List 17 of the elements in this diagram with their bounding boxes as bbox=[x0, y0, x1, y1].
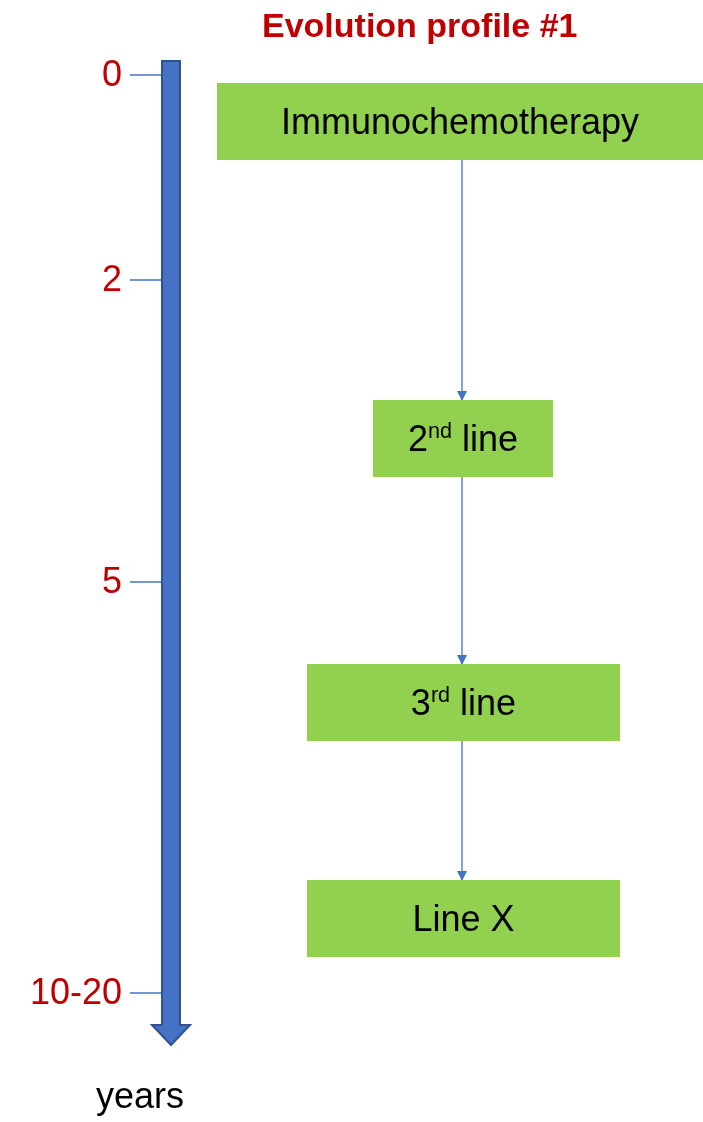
tick-label: 0 bbox=[101, 53, 122, 95]
arrow bbox=[457, 740, 467, 881]
tick-label: 2 bbox=[101, 258, 122, 300]
process-box bbox=[307, 880, 620, 957]
box-label: Line X bbox=[412, 897, 515, 940]
box-label: 2$^{nd}$ line bbox=[407, 417, 519, 460]
process-box bbox=[373, 400, 553, 477]
process-box bbox=[307, 664, 620, 741]
process-box bbox=[217, 83, 703, 160]
box-label: 3$^{rd}$ line bbox=[410, 681, 517, 724]
diagram-title: Evolution profile #1 bbox=[262, 6, 578, 45]
arrow bbox=[457, 159, 467, 401]
tick-label: 10-20 bbox=[29, 971, 122, 1013]
axis-label: years bbox=[96, 1075, 185, 1117]
tick-label: 5 bbox=[101, 560, 122, 602]
box-label: Immunochemotherapy bbox=[280, 100, 640, 143]
arrow bbox=[457, 476, 467, 665]
